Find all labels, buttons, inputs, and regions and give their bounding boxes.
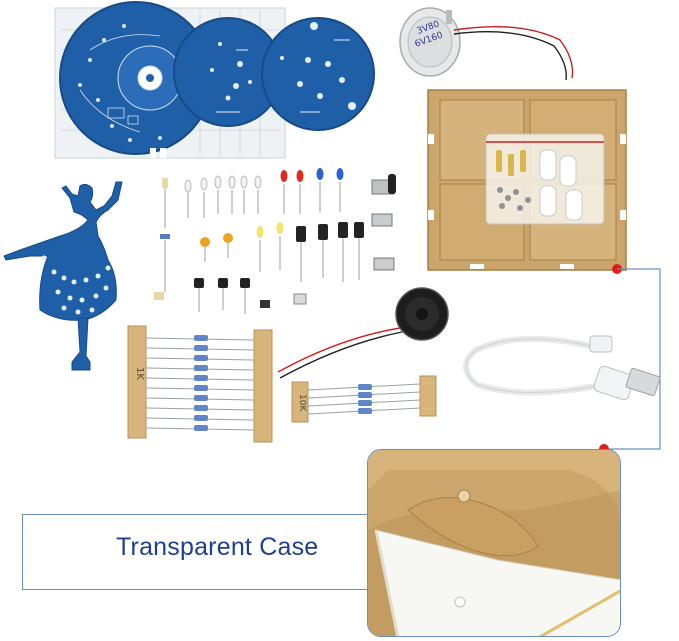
pcb-board-icon <box>59 1 213 158</box>
resistor-strip-left: 1K <box>127 325 273 443</box>
callout-box <box>22 514 392 590</box>
hardware-bag-icon <box>485 133 605 225</box>
resistor-strip-left-label: 1K <box>134 367 145 380</box>
inset-photo <box>367 449 621 637</box>
ballerina-pcb-icon <box>3 181 123 371</box>
callout-connector <box>604 268 661 450</box>
resistor-strip-right-label: 10K <box>297 394 307 412</box>
usb-cable-icon <box>463 335 661 401</box>
speaker-icon <box>277 287 449 379</box>
resistor-strip-right: 10K <box>291 375 437 423</box>
acrylic-case-closeup-icon <box>368 450 620 636</box>
callout-label: Transparent Case <box>116 533 319 561</box>
pcb-disc-icon <box>261 17 375 131</box>
dc-motor-icon: 3V80 6V160 <box>399 7 574 81</box>
led-components <box>154 168 396 314</box>
